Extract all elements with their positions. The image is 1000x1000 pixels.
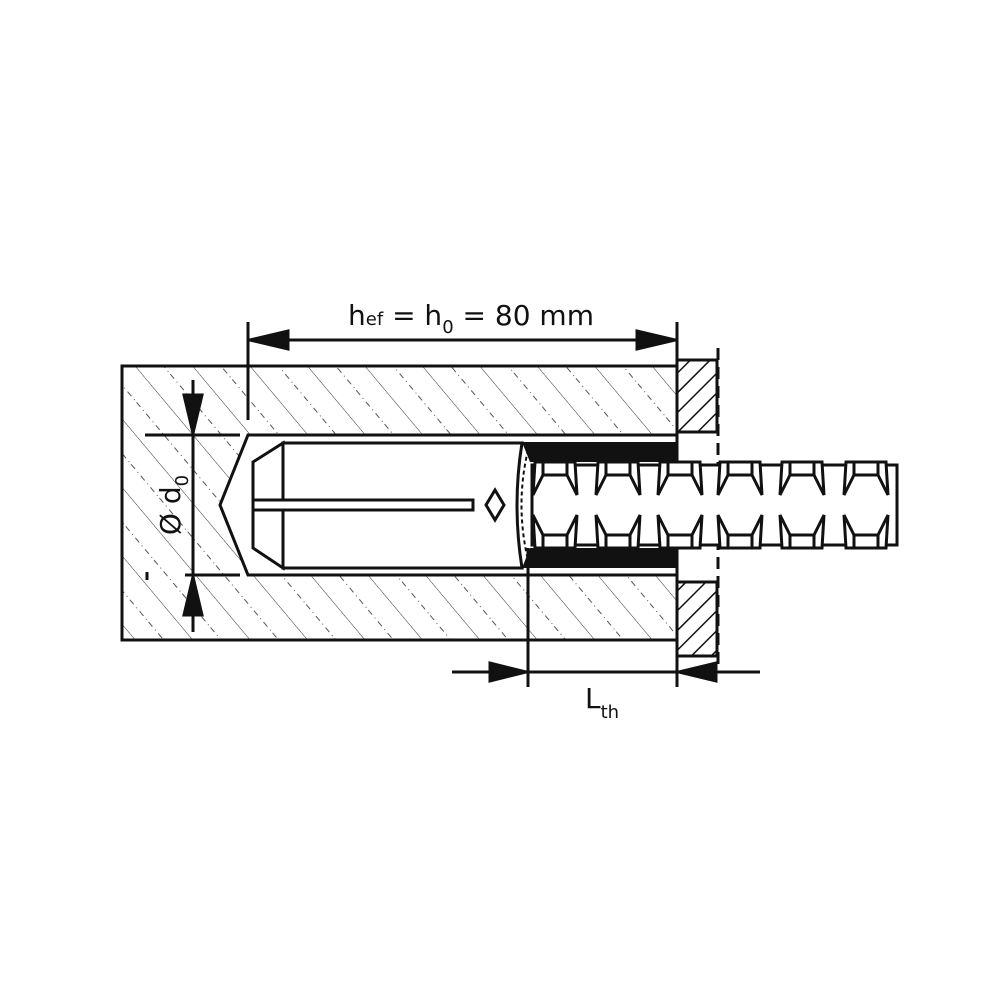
hole-diameter-label: Ø d0: [154, 475, 193, 535]
rebar-rib: [842, 460, 890, 550]
anchor-sleeve: [251, 440, 529, 571]
rebar-rib: [594, 460, 642, 550]
rebar-rib: [531, 460, 579, 550]
rebar-rib: [716, 460, 764, 550]
threaded-rebar: [530, 460, 899, 550]
diamond-mark-icon: [484, 487, 506, 523]
adhesive-resin: [522, 442, 677, 568]
embedment-depth-label: hef = h0 = 80 mm: [348, 299, 594, 338]
steel-fixture-plate: [675, 348, 720, 668]
thread-length-label: Lth: [585, 682, 619, 723]
thread-length-dimension: [452, 548, 760, 687]
rebar-rib: [656, 460, 704, 550]
rebar-rib: [778, 460, 826, 550]
embedment-depth-dimension: [246, 322, 679, 420]
hole-diameter-dimension: [145, 380, 240, 632]
